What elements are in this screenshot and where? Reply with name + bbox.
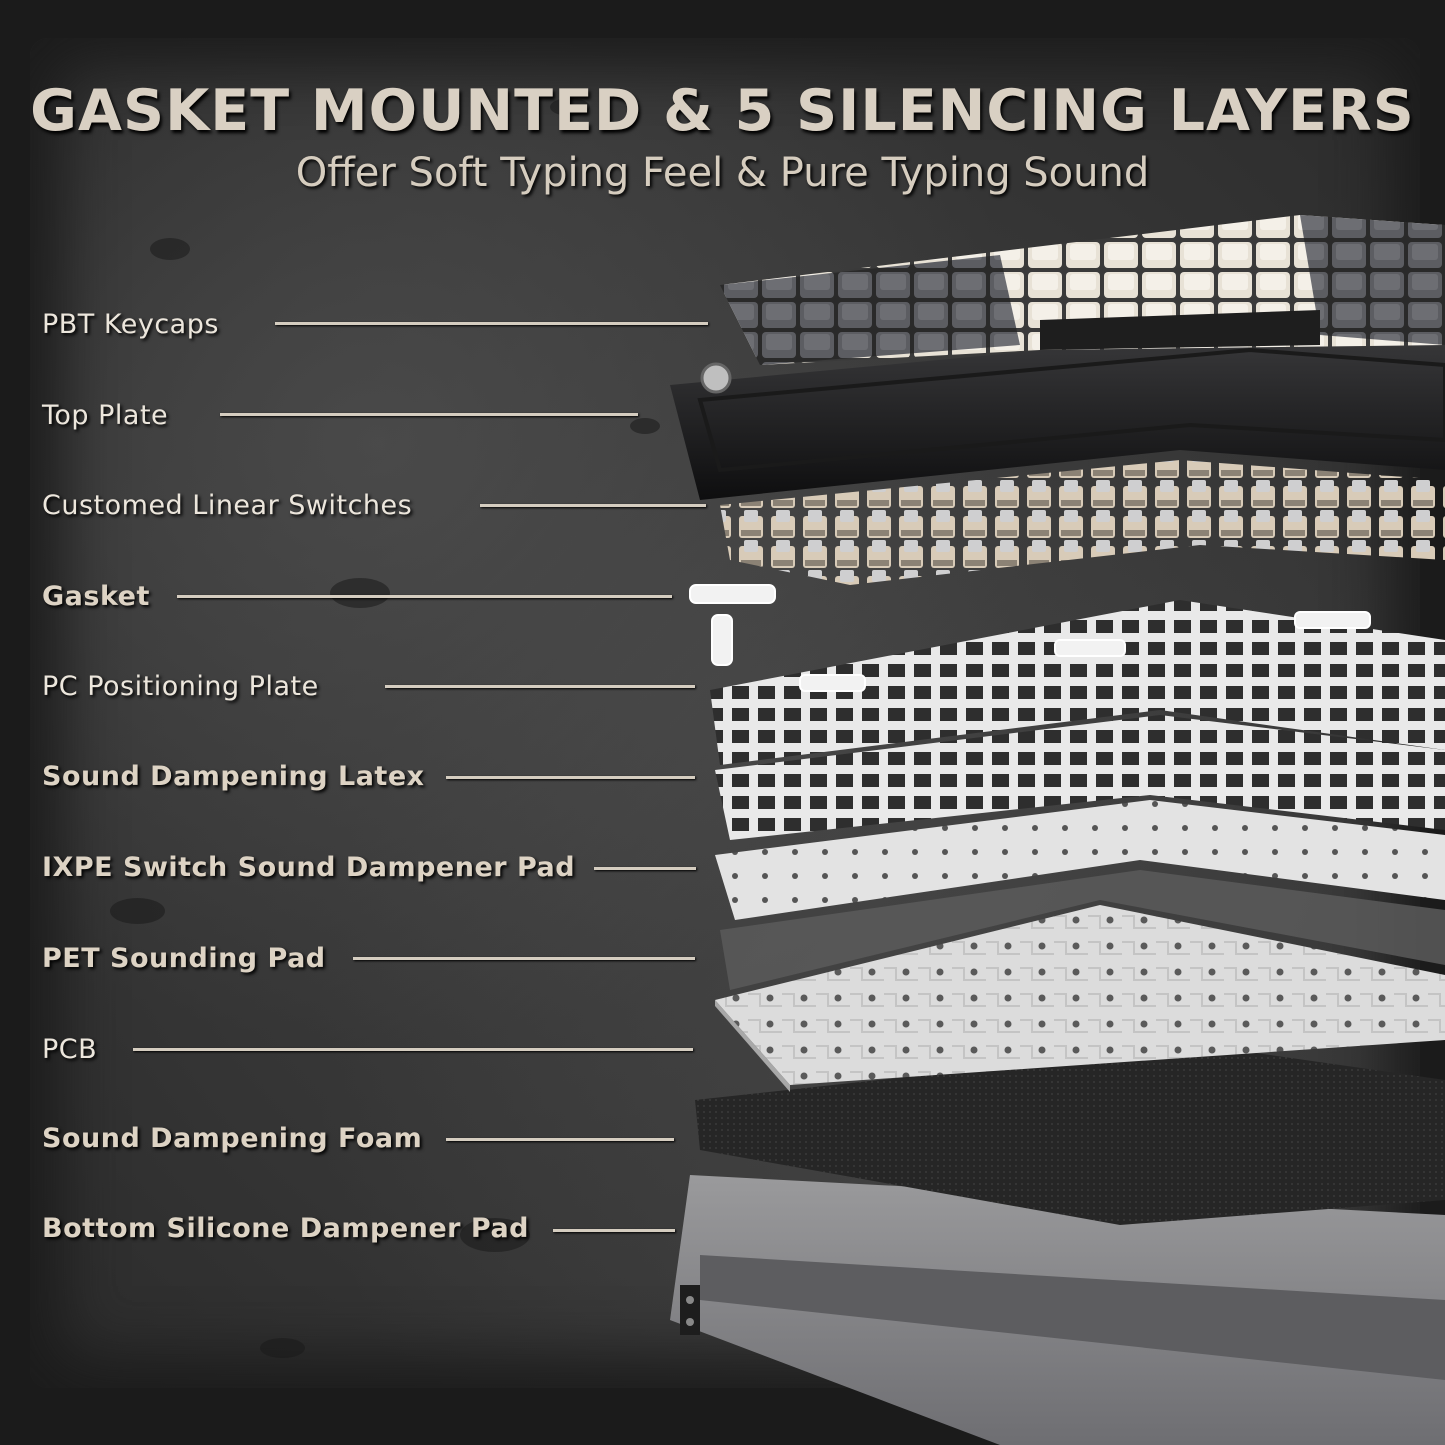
headline-subtitle: Offer Soft Typing Feel & Pure Typing Sou… bbox=[295, 150, 1150, 196]
label-foam: Sound Dampening Foam bbox=[42, 1123, 423, 1154]
switches-layer bbox=[720, 460, 1445, 585]
leader-line-ixpe bbox=[594, 867, 696, 870]
label-latex: Sound Dampening Latex bbox=[42, 761, 425, 792]
pcb-layer bbox=[715, 905, 1445, 1092]
label-ixpe-pad: IXPE Switch Sound Dampener Pad bbox=[42, 852, 576, 883]
label-pc-plate: PC Positioning Plate bbox=[42, 671, 319, 702]
leader-line-pcb bbox=[133, 1048, 693, 1051]
leader-line-bottom-pad bbox=[553, 1229, 675, 1232]
foam-layer bbox=[695, 1045, 1445, 1225]
label-pbt-keycaps: PBT Keycaps bbox=[42, 309, 219, 340]
label-bottom-pad: Bottom Silicone Dampener Pad bbox=[42, 1213, 529, 1244]
latex-layer bbox=[715, 715, 1445, 840]
label-top-plate: Top Plate bbox=[42, 400, 169, 431]
gasket-layer bbox=[689, 584, 1371, 692]
pc-plate-layer bbox=[710, 600, 1445, 765]
leader-line-top-plate bbox=[220, 413, 638, 416]
label-switches: Customed Linear Switches bbox=[42, 490, 413, 521]
bottom-case-layer bbox=[670, 1175, 1445, 1445]
leader-line-foam bbox=[446, 1138, 674, 1141]
leader-line-keycaps bbox=[275, 322, 708, 325]
headline-title: GASKET MOUNTED & 5 SILENCING LAYERS bbox=[30, 78, 1415, 144]
leader-line-gasket bbox=[177, 595, 672, 598]
leader-line-switches bbox=[480, 504, 706, 507]
pet-pad-layer bbox=[720, 870, 1445, 990]
label-gasket: Gasket bbox=[42, 581, 150, 612]
leader-line-pc-plate bbox=[385, 685, 695, 688]
leader-line-latex bbox=[446, 776, 695, 779]
top-plate-layer bbox=[670, 330, 1445, 500]
keycaps-layer bbox=[720, 215, 1445, 365]
leader-line-pet bbox=[353, 957, 695, 960]
label-pcb: PCB bbox=[42, 1034, 98, 1065]
label-pet-pad: PET Sounding Pad bbox=[42, 943, 326, 974]
ixpe-pad-layer bbox=[715, 800, 1445, 920]
